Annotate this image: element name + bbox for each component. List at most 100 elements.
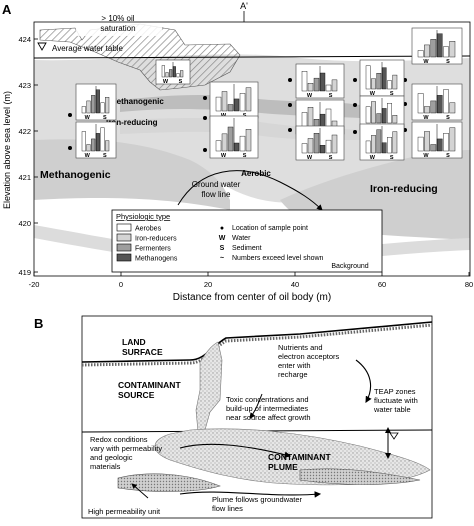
oil-saturation-label-1: > 10% oil [101, 14, 134, 23]
high-permeability-unit-1 [117, 473, 221, 492]
teap-label: TEAP zones [374, 387, 416, 396]
x-tick-label: 40 [291, 280, 299, 289]
plot-frame [33, 21, 471, 277]
oil-saturation-label-2: saturation [100, 24, 135, 33]
toxic-arrow [249, 393, 263, 419]
plume-follows-label: Plume follows groundwater [212, 495, 303, 504]
inset-s-label: S [390, 155, 394, 161]
inset-w-label: W [85, 153, 91, 159]
x-tick-label: 0 [119, 280, 123, 289]
iron-reducing-label-small: Iron-reducing [106, 118, 158, 127]
redox-label: vary with permeability [90, 444, 162, 453]
legend-swatch [116, 233, 132, 242]
legend-type-label: Fermenters [135, 246, 171, 253]
cross-section-plot: > 10% oil saturation Average water table… [2, 12, 473, 303]
legend-type-label: Methanogens [135, 256, 178, 263]
legend-symbol: S [220, 245, 225, 252]
inset-w-label: W [423, 115, 429, 121]
inset-s-label: S [446, 59, 450, 65]
x-tick-label: 60 [378, 280, 386, 289]
inset-w-label: W [370, 155, 376, 161]
legend-type-label: Iron-reducers [135, 236, 177, 243]
y-tick-label: 419 [18, 268, 31, 277]
inset-s-label: S [243, 153, 247, 159]
plume-flow-arrow-2 [179, 491, 322, 498]
inset-w-label: W [423, 153, 429, 159]
section-marker: A' [240, 1, 248, 11]
legend-title: Physiologic type [116, 212, 170, 221]
y-tick-label: 423 [18, 81, 31, 90]
legend-symbol: ~ [220, 255, 224, 262]
inset-s-label: S [103, 153, 107, 159]
flow-line-label-1: Ground water [192, 180, 241, 189]
iron-reducing-label-large: Iron-reducing [370, 183, 438, 195]
inset-w-label: W [307, 155, 313, 161]
inset-s-label: S [329, 93, 333, 99]
flow-line-label-2: flow line [202, 190, 231, 199]
y-tick-label: 421 [18, 173, 31, 182]
y-axis-label: Elevation above sea level (m) [2, 91, 12, 209]
toxic-label: Toxic concentrations and [226, 395, 309, 404]
legend-swatch [116, 223, 132, 232]
high-perm-pointer [131, 483, 149, 499]
methanogenic-label-large: Methanogenic [40, 169, 111, 181]
high-permeability-label: High permeability unit [88, 507, 161, 516]
land-surface-hatch [81, 323, 433, 367]
legend-type-label: Aerobes [135, 226, 162, 233]
legend-swatch [116, 253, 132, 262]
inset-w-label: W [370, 91, 376, 97]
x-tick-label: -20 [29, 280, 40, 289]
contaminant-source-label: SOURCE [118, 390, 155, 400]
x-tick-label: 20 [204, 280, 212, 289]
y-tick-label: 424 [18, 35, 31, 44]
legend-symbol-label: Water [232, 235, 251, 242]
legend-symbol-label: Sediment [232, 245, 262, 252]
redox-label: materials [90, 462, 121, 471]
inset-s-label: S [446, 153, 450, 159]
water-table-label: Average water table [52, 44, 124, 53]
panel-b-water-table-symbol [389, 432, 399, 440]
inset-s-label: S [179, 79, 183, 85]
inset-w-label: W [423, 59, 429, 65]
y-tick-label: 422 [18, 127, 31, 136]
nutrients-label: recharge [278, 370, 308, 379]
teap-label: fluctuate with [374, 396, 418, 405]
inset-s-label: S [329, 155, 333, 161]
plume-flow-arrow-1 [179, 443, 292, 458]
contaminant-plume-label: PLUME [268, 462, 298, 472]
nutrients-label: Nutrients and [278, 343, 323, 352]
high-permeability-unit-2 [299, 468, 421, 485]
inset-s-label: S [446, 115, 450, 121]
toxic-label: build-up of intermediates [226, 404, 308, 413]
legend-symbol-label: Location of sample point [232, 225, 308, 232]
contaminant-source-label: CONTAMINANT [118, 380, 181, 390]
recharge-arrow [355, 359, 372, 403]
teap-label: water table [373, 405, 411, 414]
nutrients-label: electron acceptors [278, 352, 340, 361]
inset-s-label: S [390, 91, 394, 97]
nutrients-label: enter with [278, 361, 311, 370]
inset-s-label: S [103, 115, 107, 121]
inset-w-label: W [307, 93, 313, 99]
contaminant-plume-label: CONTAMINANT [268, 452, 331, 462]
water-table-line [33, 55, 471, 59]
methanogenic-label-small: Methanogenic [110, 97, 164, 106]
toxic-label: near source affect growth [226, 413, 311, 422]
panel-a-letter: A [2, 2, 12, 17]
